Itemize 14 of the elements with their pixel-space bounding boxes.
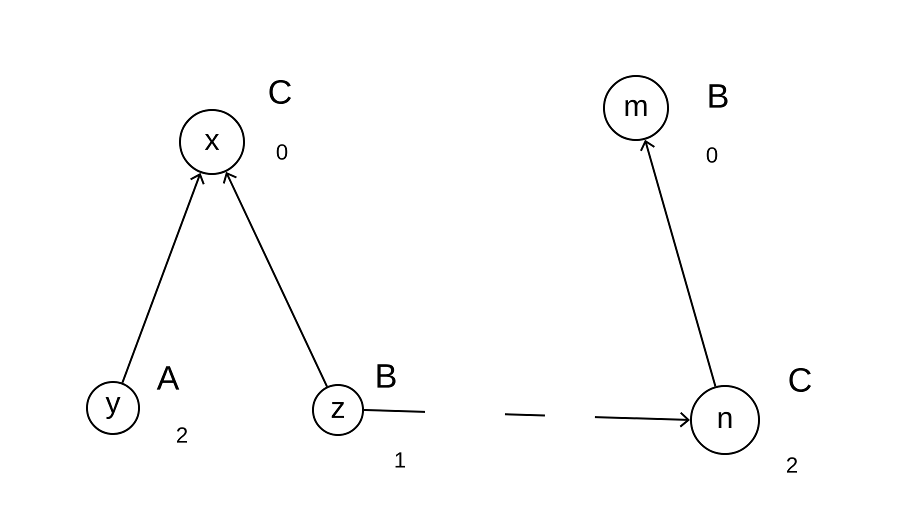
node-label: B — [709, 84, 728, 108]
node-label: A — [156, 366, 180, 390]
node-label: 0 — [276, 144, 288, 160]
arrow — [640, 140, 716, 387]
arrow — [222, 172, 328, 387]
arrow — [364, 408, 690, 428]
node-label: C — [269, 80, 291, 104]
node-label: B — [377, 364, 396, 388]
node-label: 1 — [396, 452, 406, 468]
node-label: 2 — [177, 427, 188, 443]
arrow — [121, 172, 205, 384]
node-label: 2 — [787, 457, 798, 473]
node-label: 0 — [706, 147, 718, 163]
node-label: C — [789, 368, 811, 392]
